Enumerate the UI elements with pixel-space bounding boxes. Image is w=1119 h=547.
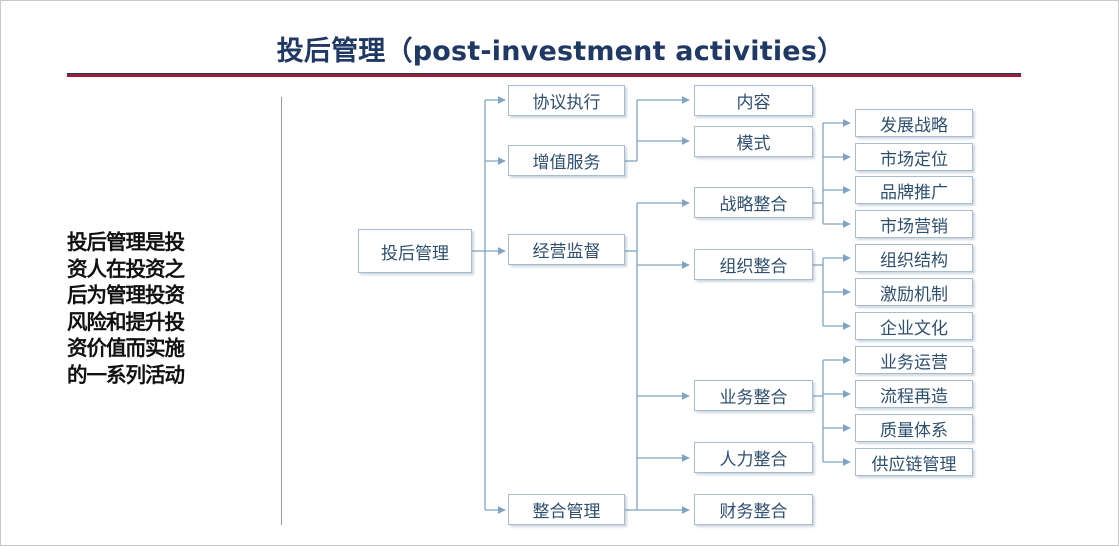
vertical-divider (281, 97, 282, 525)
node-integration-management: 整合管理 (508, 494, 625, 525)
definition-line: 资人在投资之 (67, 256, 185, 281)
definition-line: 风险和提升投 (67, 309, 185, 334)
title-rule (67, 73, 1021, 77)
definition-line: 投后管理是投 (67, 230, 185, 254)
node-agreement-execution: 协议执行 (508, 85, 625, 116)
node-root: 投后管理 (358, 229, 472, 273)
node-process-reengineering: 流程再造 (855, 380, 973, 408)
definition-line: 资价值而实施 (67, 336, 185, 360)
node-organization-integration: 组织整合 (694, 249, 813, 280)
node-marketing: 市场营销 (855, 210, 973, 238)
definition-line: 的一系列活动 (67, 362, 185, 387)
node-finance-integration: 财务整合 (694, 494, 813, 525)
node-corporate-culture: 企业文化 (855, 312, 973, 340)
node-incentive-mechanism: 激励机制 (855, 278, 973, 306)
page-title: 投后管理（post-investment activities） (276, 36, 845, 67)
node-business-operations: 业务运营 (855, 346, 973, 374)
node-operations-supervision: 经营监督 (508, 234, 625, 265)
node-service-content: 内容 (694, 85, 813, 116)
node-hr-integration: 人力整合 (694, 442, 813, 473)
node-brand-promotion: 品牌推广 (855, 176, 973, 204)
node-service-mode: 模式 (694, 126, 813, 157)
node-supply-chain-management: 供应链管理 (855, 448, 973, 476)
node-strategy-integration: 战略整合 (694, 187, 813, 218)
node-value-added-services: 增值服务 (508, 145, 625, 176)
definition-text: 投后管理是投 资人在投资之 后为管理投资 风险和提升投 资价值而实施 的一系列活… (67, 229, 207, 388)
node-quality-system: 质量体系 (855, 414, 973, 442)
node-development-strategy: 发展战略 (855, 109, 973, 137)
node-org-structure: 组织结构 (855, 244, 973, 272)
node-market-positioning: 市场定位 (855, 143, 973, 171)
definition-line: 后为管理投资 (67, 283, 185, 307)
node-business-integration: 业务整合 (694, 380, 813, 411)
